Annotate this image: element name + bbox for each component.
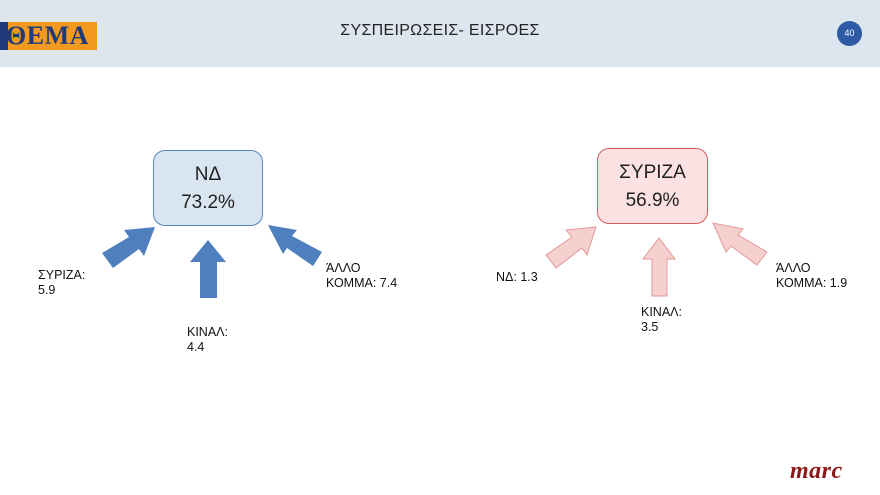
nd-inflow-syriza-label: ΣΥΡΙΖΑ: 5.9 [38, 268, 85, 298]
label-value: 4.4 [187, 340, 205, 354]
label-line: ΆΛΛΟ [326, 261, 361, 275]
thema-logo: ΘΕΜΑ [0, 22, 97, 50]
nd-retention-percentage: 73.2% [181, 192, 235, 213]
label-value: 5.9 [38, 283, 56, 297]
syriza-inflow-nd-label: ΝΔ: 1.3 [496, 270, 538, 285]
syriza-retention-box: ΣΥΡΙΖΑ 56.9% [597, 148, 708, 224]
label-line: ΝΔ: 1.3 [496, 270, 538, 284]
label-value: 3.5 [641, 320, 659, 334]
syriza-inflow-kinal-label: ΚΙΝΑΛ: 3.5 [641, 305, 682, 335]
syriza-retention-percentage: 56.9% [625, 190, 680, 211]
logo-text: ΘΕΜΑ [6, 22, 89, 50]
label-line: ΆΛΛΟ [776, 261, 811, 275]
nd-inflow-other-label: ΆΛΛΟ ΚΟΜΜΑ: 7.4 [326, 261, 397, 291]
label-line: ΚΙΝΑΛ: [187, 325, 228, 339]
arrow-from-kinal-to-syriza [641, 237, 677, 297]
arrow-from-other-to-syriza [712, 222, 768, 266]
arrow-from-nd-to-syriza [545, 226, 597, 269]
page-number-badge: 40 [837, 21, 862, 46]
syriza-arrows [545, 222, 768, 297]
slide-title: ΣΥΣΠΕΙΡΩΣΕΙΣ- ΕΙΣΡΟΕΣ [340, 22, 540, 39]
arrow-from-kinal-to-nd [190, 240, 226, 298]
label-value: ΚΟΜΜΑ: 7.4 [326, 276, 398, 290]
arrow-from-syriza-to-nd [102, 227, 155, 268]
label-line: ΣΥΡΙΖΑ: [38, 268, 86, 282]
marc-brand-logo: marc [790, 458, 843, 484]
header-bar: ΘΕΜΑ ΣΥΣΠΕΙΡΩΣΕΙΣ- ΕΙΣΡΟΕΣ 40 [0, 0, 880, 67]
logo-strip [0, 22, 8, 50]
nd-party-name: ΝΔ [194, 164, 222, 185]
nd-inflow-kinal-label: ΚΙΝΑΛ: 4.4 [187, 325, 228, 355]
label-value: ΚΟΜΜΑ: 1.9 [776, 276, 848, 290]
nd-arrows [102, 225, 322, 298]
label-line: ΚΙΝΑΛ: [641, 305, 682, 319]
syriza-inflow-other-label: ΆΛΛΟ ΚΟΜΜΑ: 1.9 [776, 261, 847, 291]
arrow-from-other-to-nd [268, 225, 322, 266]
nd-retention-box: ΝΔ 73.2% [153, 150, 263, 226]
syriza-party-name: ΣΥΡΙΖΑ [619, 162, 686, 183]
